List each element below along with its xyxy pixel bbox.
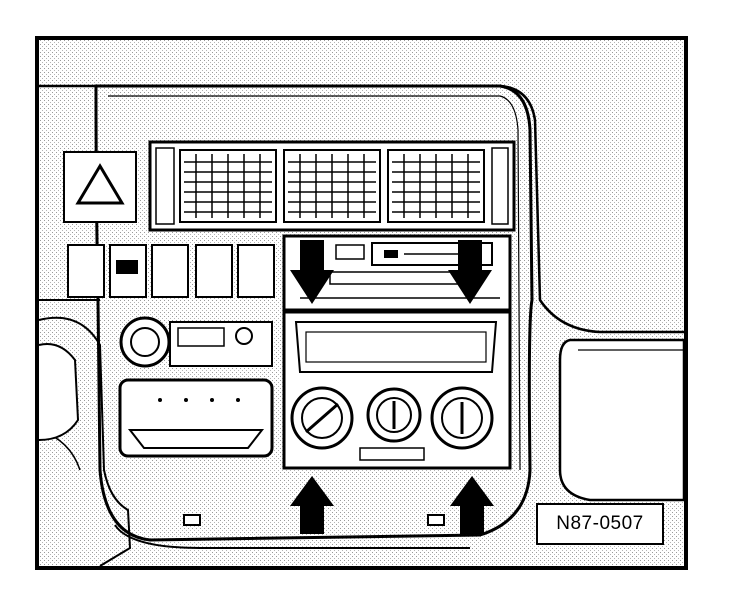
- reference-code-label: N87-0507: [536, 503, 664, 545]
- hazard-switch: [63, 151, 137, 223]
- heater-control-panel: [282, 310, 512, 470]
- right-dashboard: [38, 338, 686, 502]
- arrow-down-2: [448, 240, 492, 304]
- ashtray: [118, 378, 274, 458]
- arrow-up-4: [450, 476, 494, 534]
- dashboard-left-contour: [38, 316, 132, 567]
- dashboard-top-edge: [39, 84, 684, 334]
- arrow-down-1: [290, 240, 334, 304]
- switch-row: [67, 244, 275, 298]
- warning-triangle-icon: [75, 163, 125, 205]
- vent-slats: [184, 154, 480, 218]
- bottom-clips: [183, 514, 445, 526]
- arrow-layer: [290, 240, 494, 534]
- clock-module: [119, 316, 273, 368]
- arrow-up-3: [290, 476, 334, 534]
